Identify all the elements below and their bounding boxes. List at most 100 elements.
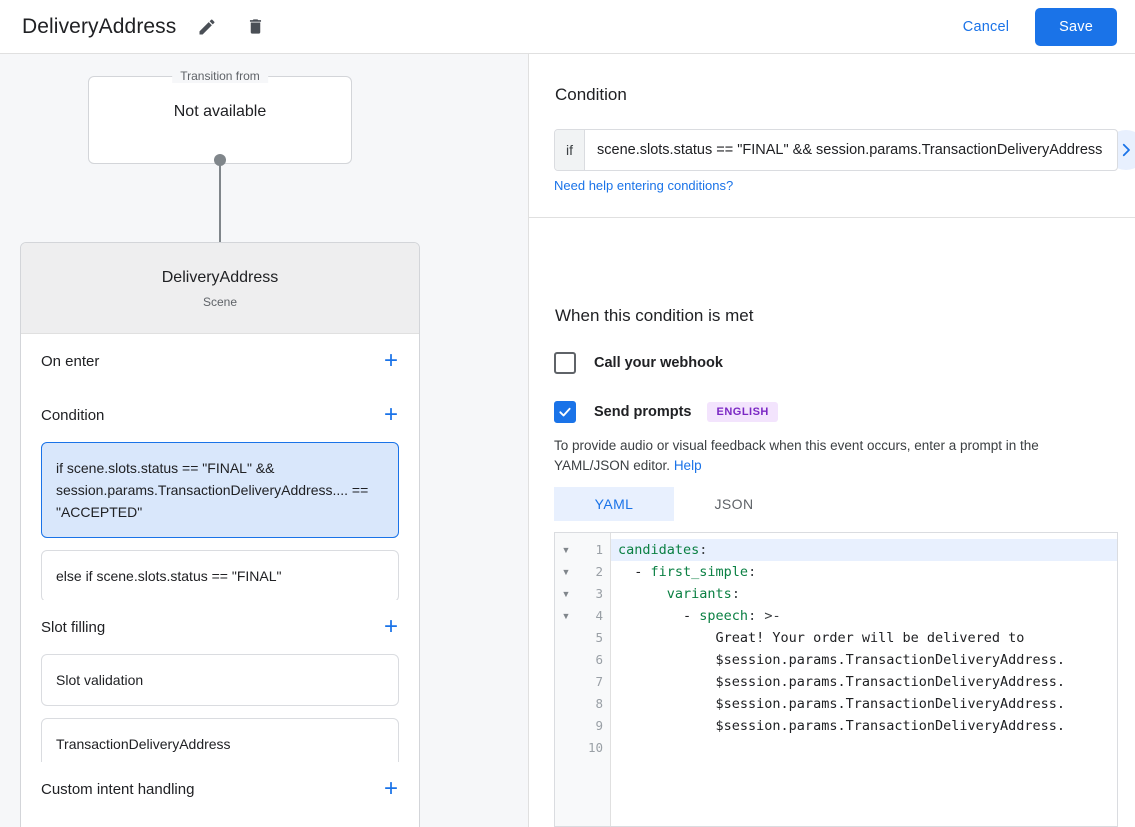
code-line[interactable]: - speech: >- bbox=[618, 608, 781, 624]
transition-from-value: Not available bbox=[173, 103, 267, 120]
section-title-on-enter: On enter bbox=[41, 352, 100, 370]
section-title-slot-filling: Slot filling bbox=[41, 618, 106, 636]
code-line[interactable]: $session.params.TransactionDeliveryAddre… bbox=[618, 696, 1066, 712]
editor-format-tabs: YAML JSON bbox=[554, 487, 794, 521]
code-line[interactable]: Great! Your order will be delivered to bbox=[618, 630, 1025, 646]
call-your-webhook-label: Call your webhook bbox=[594, 355, 723, 371]
code-fold-spacer bbox=[555, 737, 577, 759]
add-condition-button[interactable]: + bbox=[383, 401, 398, 428]
transition-from-box: Transition from Not available bbox=[88, 69, 352, 164]
code-token-key: speech bbox=[699, 608, 749, 624]
prompts-hint-help-link[interactable]: Help bbox=[673, 458, 702, 473]
detail-panel: Condition if Need help entering conditio… bbox=[529, 54, 1135, 827]
code-fold-toggle-icon[interactable]: ▼ bbox=[561, 589, 571, 599]
condition-section: Condition if Need help entering conditio… bbox=[529, 54, 1135, 218]
tab-yaml[interactable]: YAML bbox=[554, 487, 674, 521]
code-token-key: variants bbox=[666, 586, 732, 602]
code-line-number-gutter: 1 2 3 4 5 6 7 8 9 10 bbox=[577, 533, 611, 826]
section-header-on-enter: On enter + bbox=[21, 334, 419, 388]
code-token-key: first_simple bbox=[650, 564, 749, 580]
send-prompts-checkbox[interactable] bbox=[554, 401, 576, 423]
code-line-number: 4 bbox=[595, 608, 603, 623]
code-fold-spacer bbox=[555, 715, 577, 737]
code-line-number: 2 bbox=[595, 564, 603, 579]
prompts-hint-text: To provide audio or visual feedback when… bbox=[554, 436, 1116, 476]
condition-input-row: if bbox=[554, 129, 1118, 171]
when-met-heading: When this condition is met bbox=[555, 306, 754, 325]
section-title-condition: Condition bbox=[41, 406, 105, 424]
cancel-button[interactable]: Cancel bbox=[953, 10, 1019, 44]
code-fold-toggle-icon[interactable]: ▼ bbox=[561, 545, 571, 555]
section-condition: Condition + if scene.slots.status == "FI… bbox=[21, 388, 419, 615]
transition-to-header: DeliveryAddress Scene bbox=[21, 243, 419, 334]
trash-icon[interactable] bbox=[238, 10, 272, 44]
code-line[interactable]: $session.params.TransactionDeliveryAddre… bbox=[618, 718, 1066, 734]
code-line[interactable] bbox=[611, 737, 1117, 759]
code-token-key: candidates bbox=[618, 542, 700, 558]
code-line-number: 9 bbox=[595, 718, 603, 733]
condition-help-link[interactable]: Need help entering conditions? bbox=[554, 178, 734, 193]
slot-item-transaction-delivery-address[interactable]: TransactionDeliveryAddress bbox=[41, 718, 399, 770]
code-token-punct: : bbox=[731, 586, 740, 602]
transition-from-legend: Transition from bbox=[172, 69, 268, 83]
prompts-hint-body: To provide audio or visual feedback when… bbox=[554, 438, 1039, 473]
code-line-number: 6 bbox=[595, 652, 603, 667]
code-line[interactable]: variants: bbox=[611, 583, 1117, 605]
section-title-custom-intent: Custom intent handling bbox=[41, 780, 195, 798]
code-token-punct: : bbox=[748, 564, 757, 580]
top-bar-right-group: Cancel Save bbox=[953, 7, 1135, 46]
add-custom-intent-button[interactable]: + bbox=[383, 775, 398, 802]
tab-json[interactable]: JSON bbox=[714, 496, 754, 512]
section-on-enter: On enter + bbox=[21, 334, 419, 389]
condition-heading: Condition bbox=[555, 85, 627, 104]
language-badge: ENGLISH bbox=[707, 402, 778, 422]
section-header-condition: Condition + bbox=[21, 388, 419, 442]
call-your-webhook-row[interactable]: Call your webhook bbox=[554, 352, 723, 374]
send-prompts-row[interactable]: Send prompts ENGLISH bbox=[554, 401, 778, 423]
scene-graph-panel: Transition from Not available DeliveryAd… bbox=[0, 54, 529, 827]
section-slot-filling: Slot filling + Slot validation Transacti… bbox=[21, 600, 419, 783]
code-line[interactable]: candidates: bbox=[611, 539, 1117, 561]
condition-if-label: if bbox=[555, 130, 585, 170]
code-line-number: 1 bbox=[595, 542, 603, 557]
code-fold-spacer bbox=[555, 649, 577, 671]
transition-to-box: DeliveryAddress Scene On enter + Conditi… bbox=[20, 242, 420, 827]
slot-item-slot-validation[interactable]: Slot validation bbox=[41, 654, 399, 706]
pencil-icon[interactable] bbox=[190, 10, 224, 44]
condition-item-else-if[interactable]: else if scene.slots.status == "FINAL" bbox=[41, 550, 399, 602]
top-bar-left-group: DeliveryAddress bbox=[0, 10, 272, 44]
top-app-bar: DeliveryAddress Cancel Save bbox=[0, 0, 1135, 54]
send-prompts-label: Send prompts bbox=[594, 404, 692, 420]
code-fold-toggle-icon[interactable]: ▼ bbox=[561, 611, 571, 621]
transition-to-title: DeliveryAddress bbox=[161, 269, 279, 286]
section-header-slot-filling: Slot filling + bbox=[21, 600, 419, 654]
code-line-number: 8 bbox=[595, 696, 603, 711]
code-fold-spacer bbox=[555, 693, 577, 715]
code-line[interactable]: - first_simple: bbox=[618, 564, 757, 580]
transition-to-subtitle: Scene bbox=[202, 295, 238, 309]
code-line-number: 7 bbox=[595, 674, 603, 689]
call-your-webhook-checkbox[interactable] bbox=[554, 352, 576, 374]
code-line[interactable]: $session.params.TransactionDeliveryAddre… bbox=[618, 652, 1066, 668]
code-line-number: 5 bbox=[595, 630, 603, 645]
when-condition-is-met-section: When this condition is met Call your web… bbox=[529, 219, 1135, 827]
code-line-number: 10 bbox=[587, 740, 603, 755]
code-token-punct: : bbox=[699, 542, 708, 558]
code-fold-gutter: ▼ ▼ ▼ ▼ bbox=[555, 533, 577, 826]
code-fold-spacer bbox=[555, 627, 577, 649]
code-line-number: 3 bbox=[595, 586, 603, 601]
section-header-custom-intent: Custom intent handling + bbox=[21, 762, 419, 816]
condition-item-selected[interactable]: if scene.slots.status == "FINAL" && sess… bbox=[41, 442, 399, 538]
code-content-area[interactable]: candidates: - first_simple: variants: - … bbox=[611, 533, 1117, 826]
code-editor[interactable]: ▼ ▼ ▼ ▼ 1 2 3 4 5 6 7 8 9 10 candidates: - first_sim… bbox=[554, 532, 1118, 827]
section-custom-intent-handling: Custom intent handling + bbox=[21, 762, 419, 816]
code-fold-toggle-icon[interactable]: ▼ bbox=[561, 567, 571, 577]
add-on-enter-button[interactable]: + bbox=[383, 347, 398, 374]
add-slot-filling-button[interactable]: + bbox=[383, 613, 398, 640]
condition-expression-input[interactable] bbox=[585, 130, 1117, 170]
code-fold-spacer bbox=[555, 671, 577, 693]
code-line[interactable]: $session.params.TransactionDeliveryAddre… bbox=[618, 674, 1066, 690]
page-title: DeliveryAddress bbox=[22, 14, 177, 38]
save-button[interactable]: Save bbox=[1035, 7, 1117, 46]
code-token-punct: : >- bbox=[748, 608, 781, 624]
